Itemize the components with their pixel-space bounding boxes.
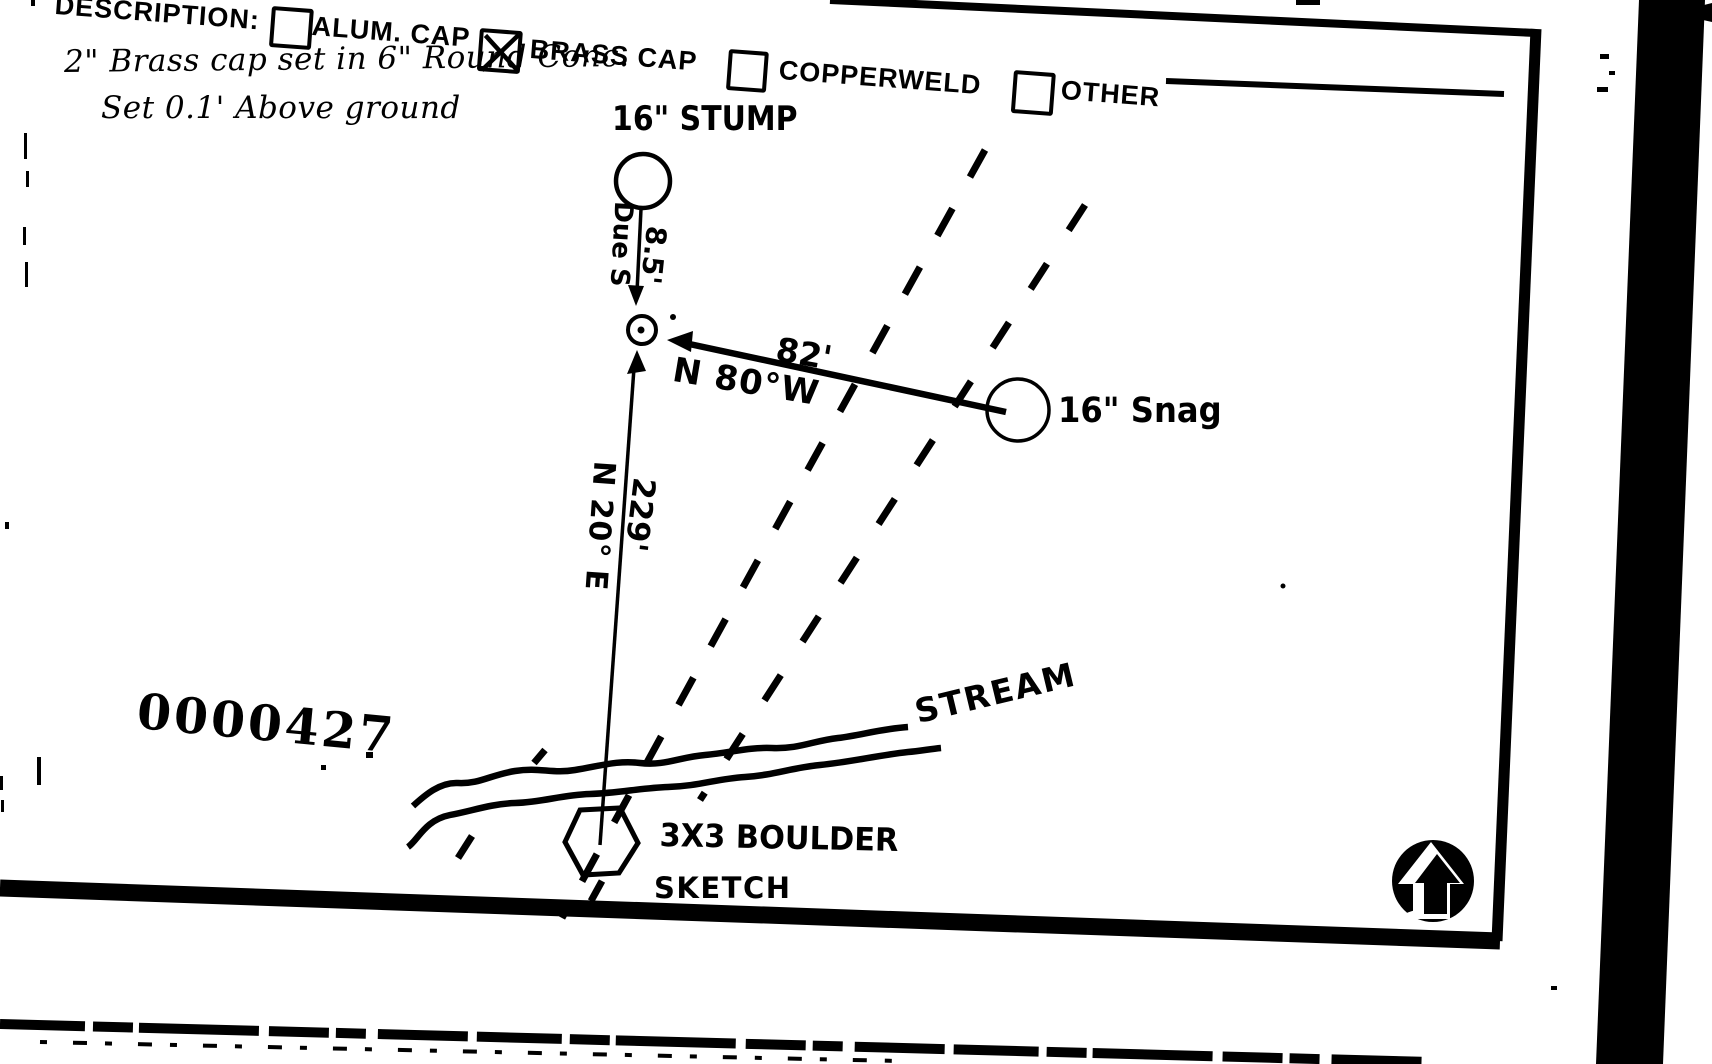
- stump-bearing-label: Due S: [603, 200, 639, 288]
- stump-distance-label: 8.5': [634, 224, 673, 286]
- dashed-trail-right: [697, 203, 1088, 802]
- frame-top-border: [829, 0, 1537, 37]
- scan-specks: [0, 0, 1712, 990]
- stump-circle: [613, 151, 673, 211]
- stream-upper-line: [410, 723, 909, 809]
- boulder-line-arrowhead: [627, 350, 646, 374]
- boulder-label: 3X3 BOULDER: [659, 816, 899, 859]
- snag-to-monument-line: [679, 338, 1007, 416]
- frame-right-border: [1491, 28, 1542, 942]
- stump-label: 16" STUMP: [612, 99, 798, 139]
- checkbox-other[interactable]: [1010, 70, 1056, 117]
- checkbox-copperweld[interactable]: [725, 49, 769, 93]
- monument-symbol: [626, 314, 658, 346]
- sketch-caption: SKETCH: [654, 871, 792, 905]
- scan-band: [1596, 0, 1705, 1064]
- handwritten-note-line1: 2" Brass cap set in 6" Round Conc.: [63, 38, 630, 80]
- checkbox-brass-cap[interactable]: [476, 28, 523, 75]
- handwritten-note-line2: Set 0.1' Above ground: [101, 90, 461, 126]
- stump-to-monument-line: [635, 208, 643, 293]
- dashed-trail-left: [558, 148, 989, 920]
- frame-bottom-border: [0, 879, 1501, 950]
- stream-lower-line: [405, 744, 942, 850]
- snag-line-arrowhead: [667, 331, 693, 352]
- snag-label: 16" Snag: [1058, 391, 1222, 431]
- boulder-hexagon: [562, 805, 641, 878]
- scan-bottom-line: [0, 1019, 1431, 1064]
- boulder-bearing-label: N 20° E: [577, 459, 622, 593]
- monument-center-dot: [637, 326, 645, 334]
- stray-dashes: [455, 747, 606, 903]
- other-blank-line: [1165, 78, 1505, 97]
- scan-bottom-speckle: [39, 1040, 901, 1063]
- stump-arrowhead: [628, 285, 644, 306]
- x-mark-icon: [480, 33, 521, 72]
- boulder-to-monument-line: [598, 367, 636, 846]
- north-arrow-icon: [1392, 840, 1474, 923]
